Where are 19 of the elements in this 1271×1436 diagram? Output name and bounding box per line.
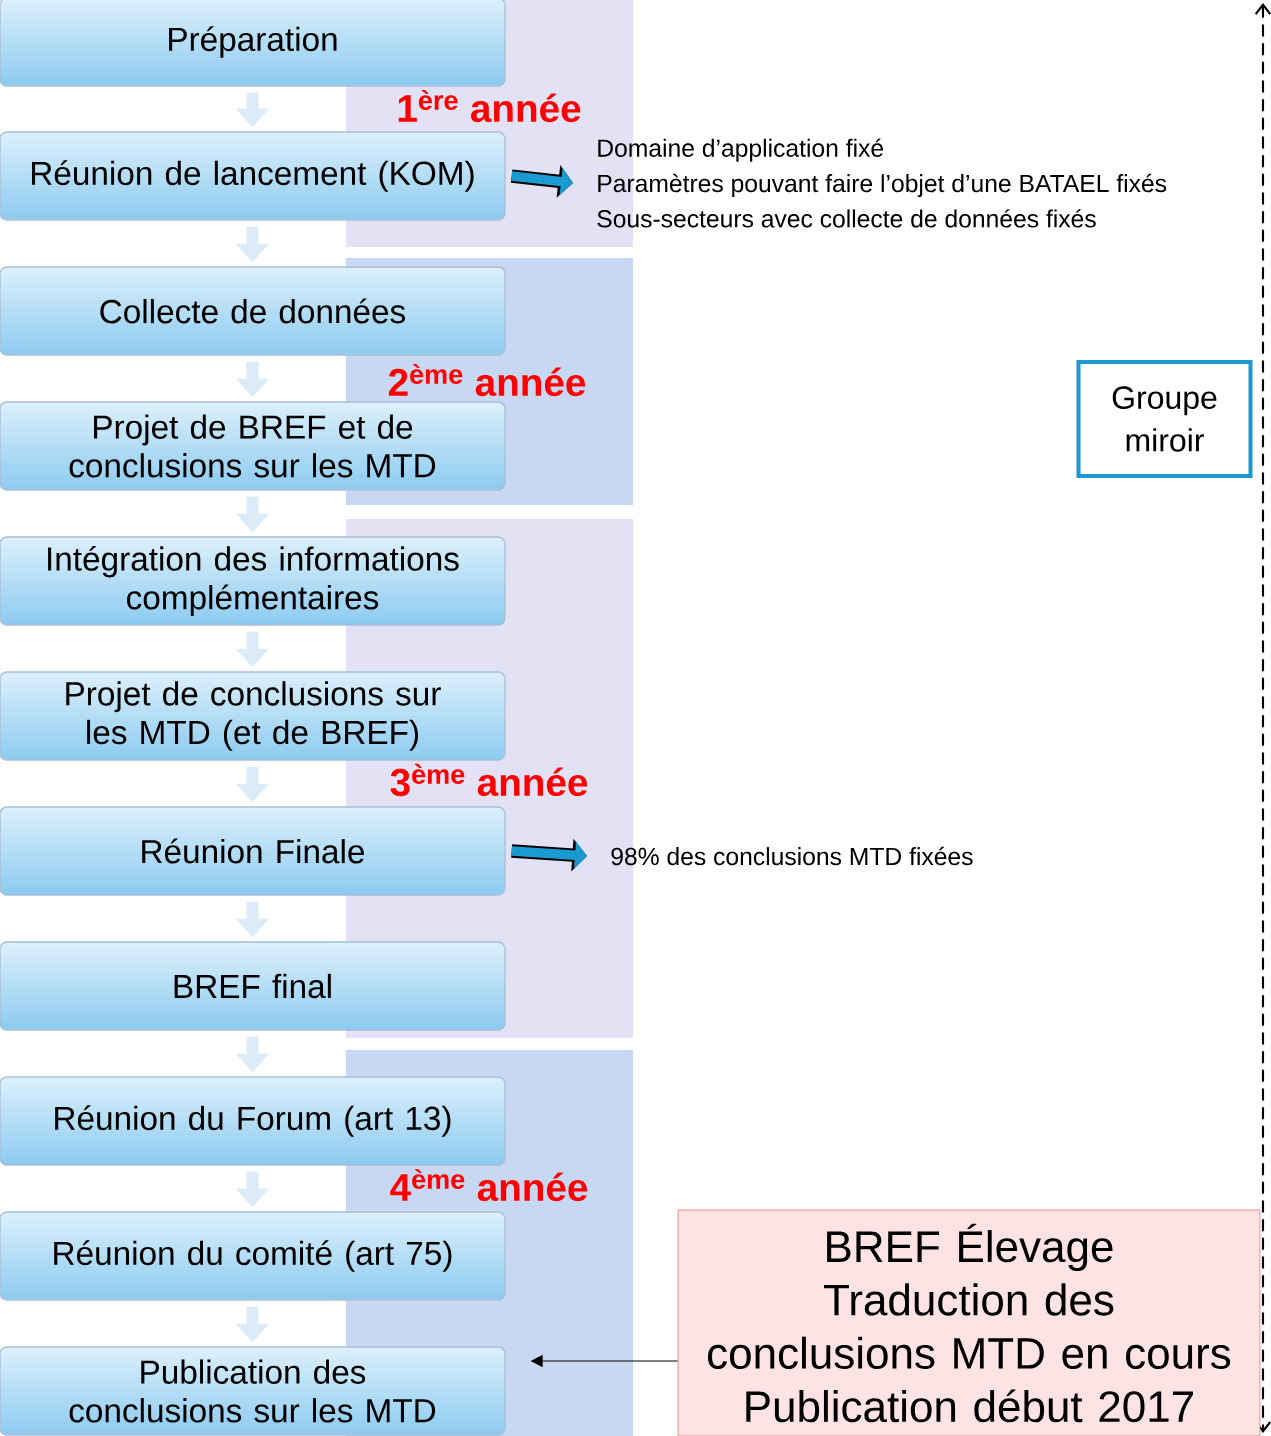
result-text: 98% des conclusions MTD fixées (611, 846, 973, 866)
step-box: Collecte de données (0, 266, 506, 356)
year-label: 1$^{ère}$ année (398, 89, 581, 123)
step-box: Intégration des informations complémentaires (0, 536, 506, 626)
group-box: Groupe miroir (1076, 360, 1253, 478)
year-label: 4$^{ème}$ année (390, 1168, 588, 1202)
year-label: 3$^{ème}$ année (390, 763, 588, 797)
result-text: Domaine d’application fixé Paramètres pouvant faire l’objet d’une BATAEL fixés Sous-secteurs avec collecte de données fixés (597, 138, 1167, 228)
step-box: Préparation (0, 0, 506, 87)
step-box: Réunion du Forum (art 13) (0, 1076, 506, 1166)
note-box: BREF Élevage Traduction des conclusions MTD en cours Publication début 2017 (677, 1209, 1261, 1436)
step-box: Projet de BREF et de conclusions sur les MTD (0, 401, 506, 491)
step-box: BREF final (0, 941, 506, 1031)
step-box: Réunion de lancement (KOM) (0, 131, 506, 221)
step-box: Publication des conclusions sur les MTD (0, 1346, 506, 1436)
step-box: Projet de conclusions sur les MTD (et de BREF) (0, 671, 506, 761)
step-box: Réunion du comité (art 75) (0, 1211, 506, 1301)
step-box: Réunion Finale (0, 806, 506, 896)
year-label: 2$^{ème}$ année (388, 363, 586, 397)
